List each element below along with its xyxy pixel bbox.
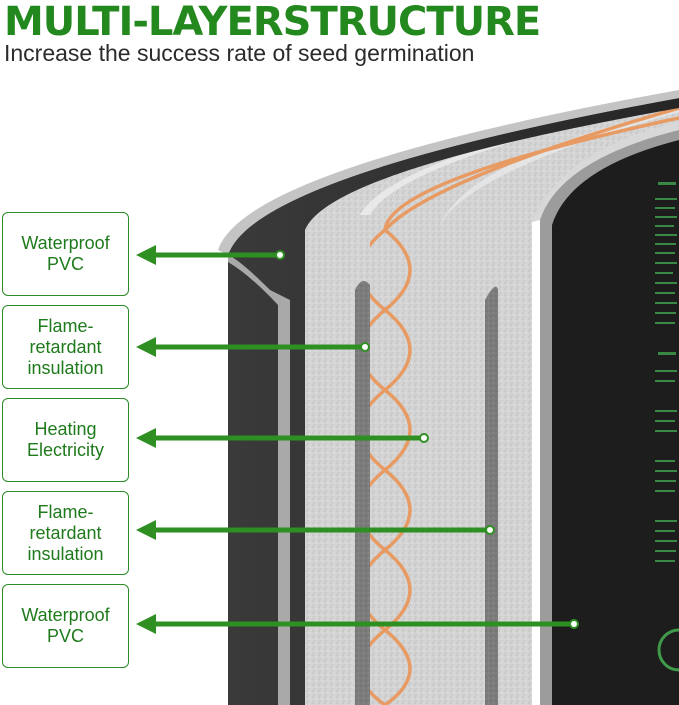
label-text: Heating Electricity xyxy=(26,419,104,460)
page-title: MULTI-LAYERSTRUCTURE xyxy=(4,0,541,45)
arrow-insulation-bottom xyxy=(136,520,495,540)
label-insulation-top: Flame- retardant insulation xyxy=(2,305,129,389)
label-heating-electricity: Heating Electricity xyxy=(2,398,129,482)
label-waterproof-pvc-top: Waterproof PVC xyxy=(2,212,129,296)
arrow-insulation-top xyxy=(136,337,370,357)
arrow-waterproof-pvc-bottom xyxy=(136,614,579,634)
inner-pvc-layer xyxy=(532,118,679,705)
outer-pvc-layer xyxy=(218,90,679,705)
arrow-waterproof-pvc-top xyxy=(136,245,285,265)
label-text: Waterproof PVC xyxy=(21,605,110,646)
label-insulation-bottom: Flame- retardant insulation xyxy=(2,491,129,575)
label-waterproof-pvc-bottom: Waterproof PVC xyxy=(2,584,129,668)
label-text: Flame- retardant insulation xyxy=(27,501,104,564)
label-text: Flame- retardant insulation xyxy=(27,315,104,378)
label-text: Waterproof PVC xyxy=(21,233,110,274)
arrow-heating xyxy=(136,428,429,448)
page-subtitle: Increase the success rate of seed germin… xyxy=(4,40,475,66)
